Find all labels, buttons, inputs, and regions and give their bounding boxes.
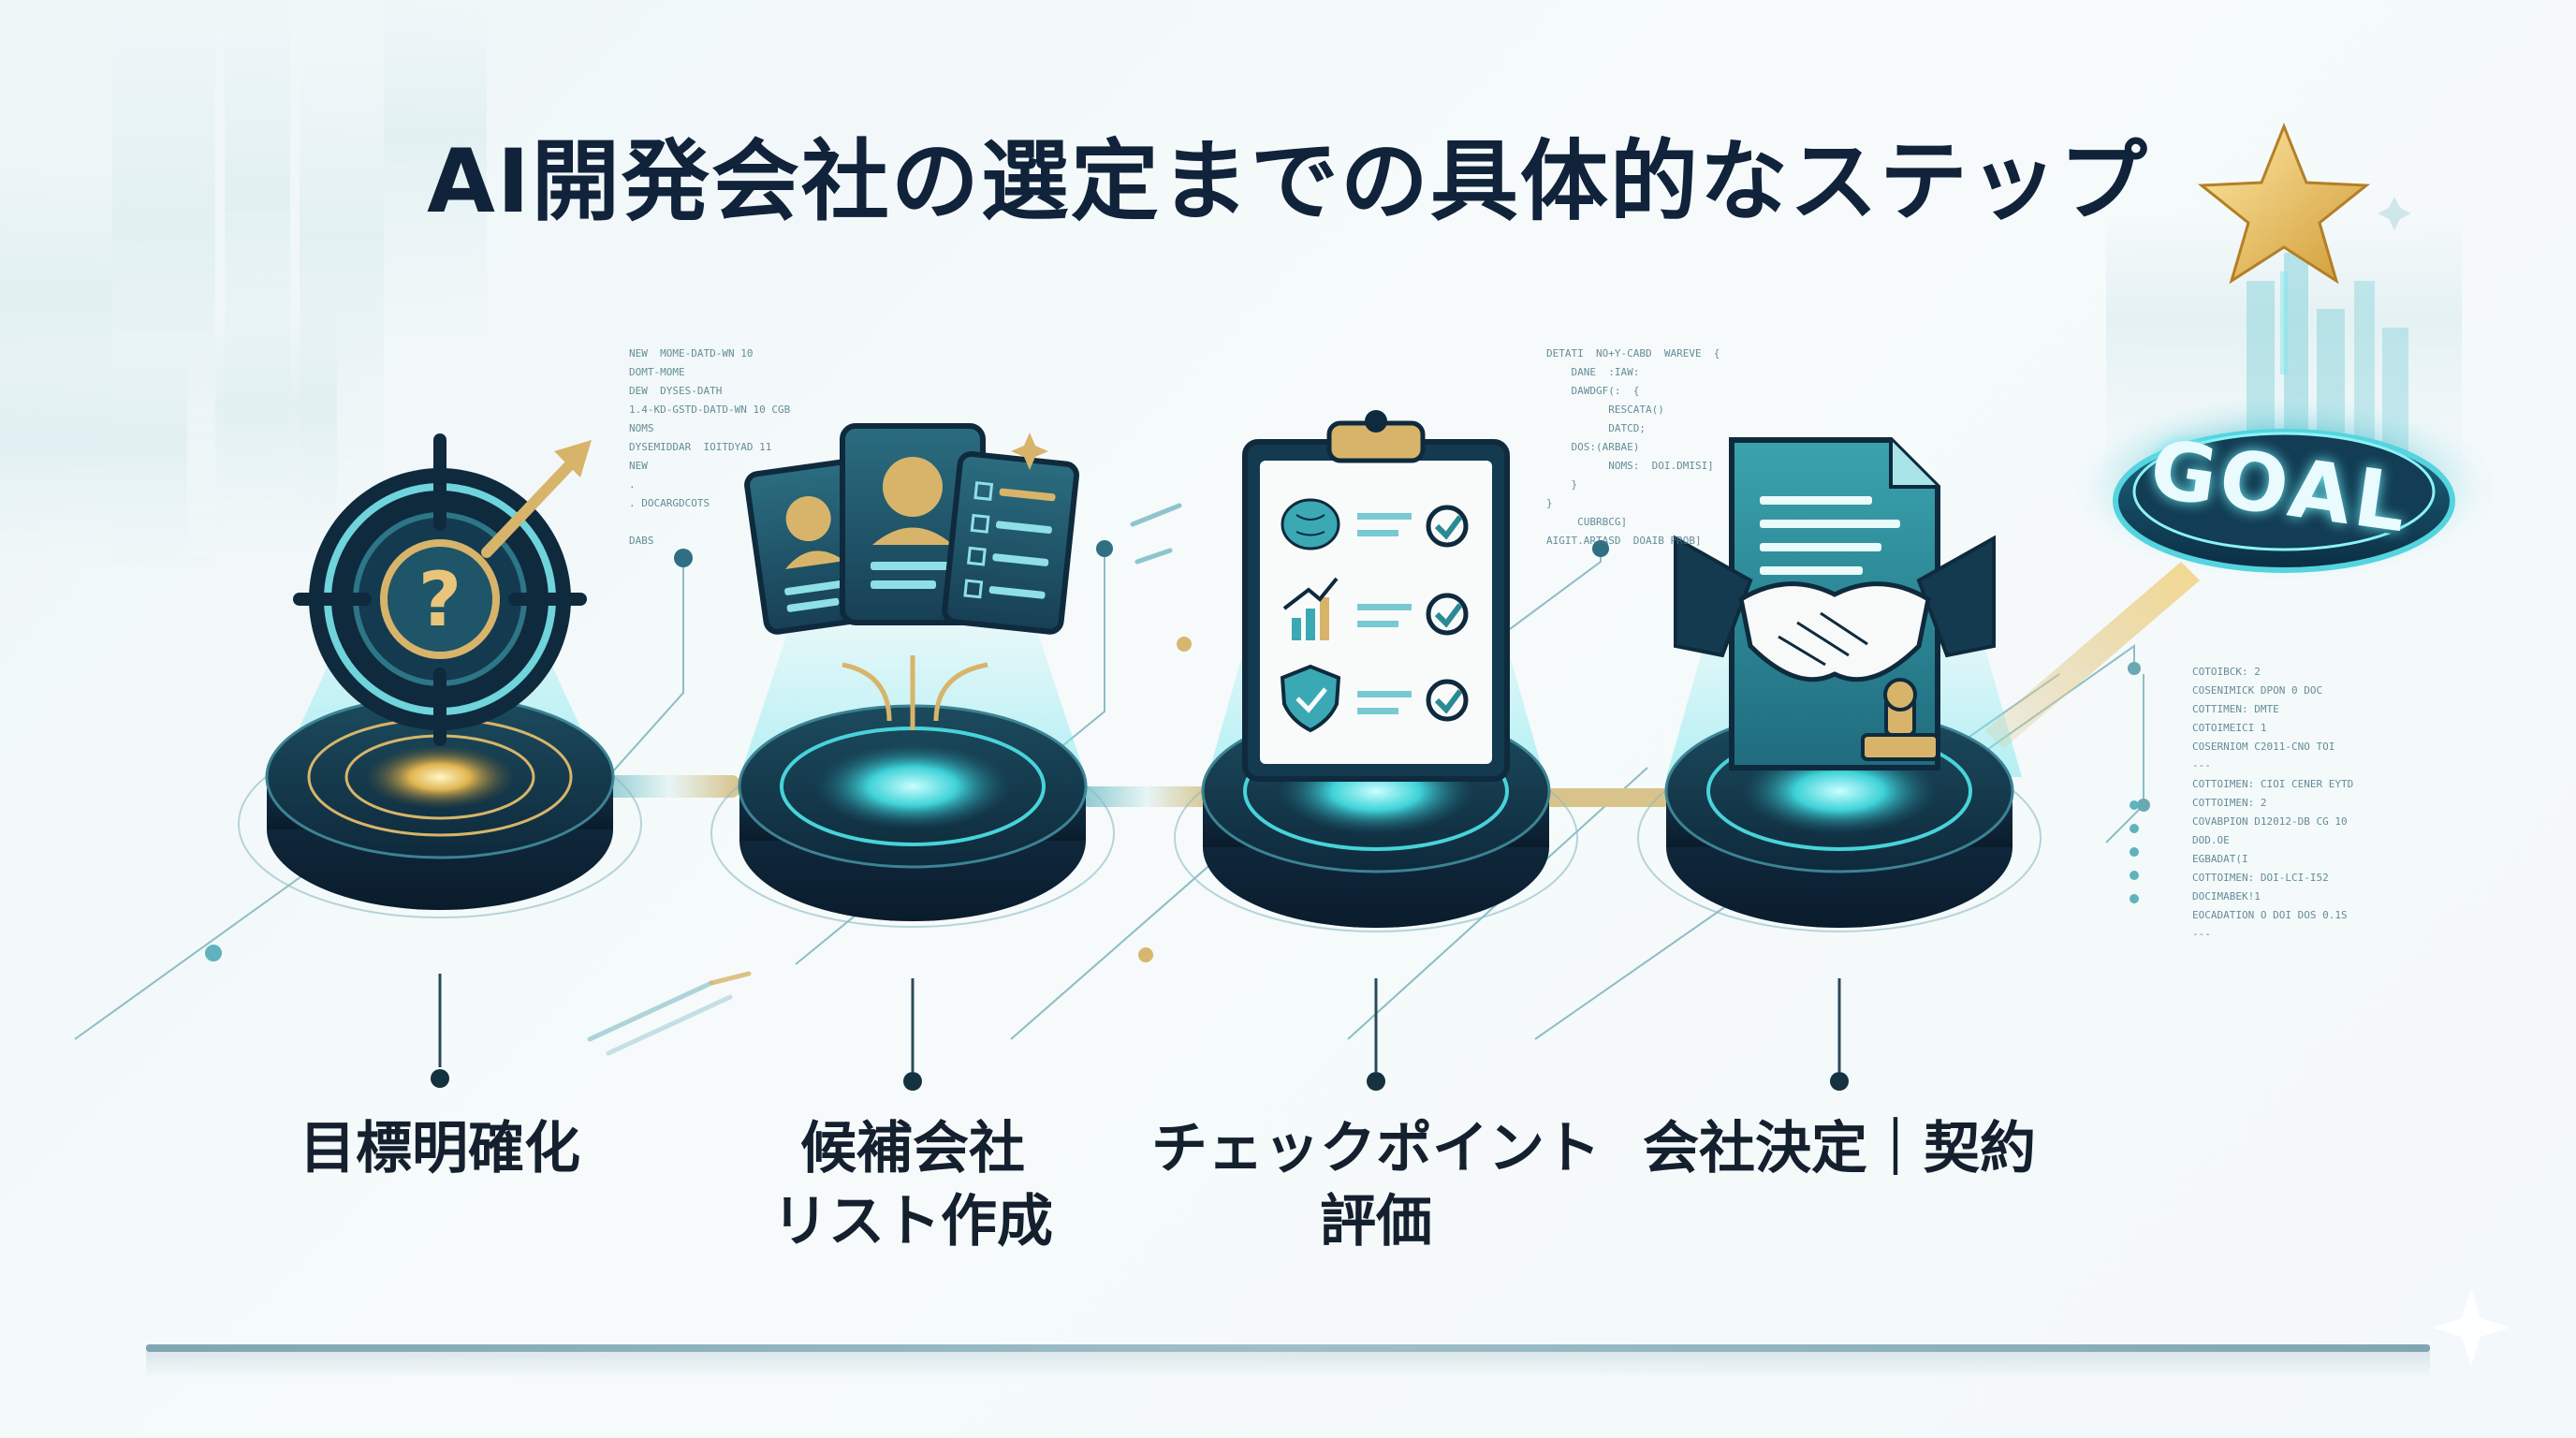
step2-label: 候補会社 リスト作成: [669, 1112, 1156, 1258]
step1-label: 目標明確化: [197, 1112, 683, 1185]
circuit-dots: [205, 540, 2150, 962]
contract-handshake-icon: [1674, 437, 1996, 770]
label-dots: [431, 1069, 1849, 1091]
step3-label: チェックポイント 評価: [1133, 1112, 1619, 1258]
page-title: AI開発会社の選定までの具体的なステップ: [427, 131, 2149, 233]
step4-label: 会社決定｜契約: [1596, 1112, 2083, 1185]
connector-bars: [599, 562, 2200, 807]
step1-label-line1: 目標明確化: [300, 1116, 580, 1181]
decor-dashes: [587, 503, 1182, 1056]
shield-icon: [1280, 664, 1341, 733]
sparkle-icon: [2378, 197, 2411, 230]
step3-label-line1: チェックポイント: [1151, 1116, 1601, 1181]
step2-label-line2: リスト作成: [772, 1189, 1053, 1255]
sparkle-icon: [2432, 1288, 2510, 1367]
decor-code-3: COTOIBCK: 2 COSENIMICK DPON 0 DOC COTTIM…: [2192, 666, 2354, 940]
step1-platform: [238, 695, 642, 918]
candidate-cards-icon: [744, 423, 1079, 730]
step3-label-line2: 評価: [1320, 1189, 1432, 1255]
star-icon: [2197, 122, 2371, 374]
decor-code-1: NEW MOME-DATD-WN 10 DOMT-MOME DEW DYSES-…: [629, 347, 791, 547]
footer-bar: [146, 1344, 2430, 1352]
decor-dots: [2130, 800, 2139, 903]
clipboard-checklist-icon: [1242, 410, 1510, 782]
stamp-icon: [1861, 678, 1939, 761]
step4-label-line1: 会社決定｜契約: [1643, 1116, 2036, 1181]
svg-text:?: ?: [418, 556, 461, 643]
step2-label-line1: 候補会社: [800, 1116, 1025, 1181]
label-leaders: [438, 974, 1841, 1072]
goal-platform: [2069, 393, 2499, 580]
growth-chart-icon: [1282, 577, 1339, 640]
decor-code-2: DETATI NO+Y-CABD WAREVE { DANE :IAW: DAW…: [1546, 347, 1720, 547]
target-question-icon: ?: [293, 433, 592, 746]
footer-shadow: [146, 1352, 2430, 1378]
brain-icon: [1281, 498, 1340, 550]
step2-platform: [710, 704, 1115, 928]
skyline-left: [0, 0, 487, 562]
